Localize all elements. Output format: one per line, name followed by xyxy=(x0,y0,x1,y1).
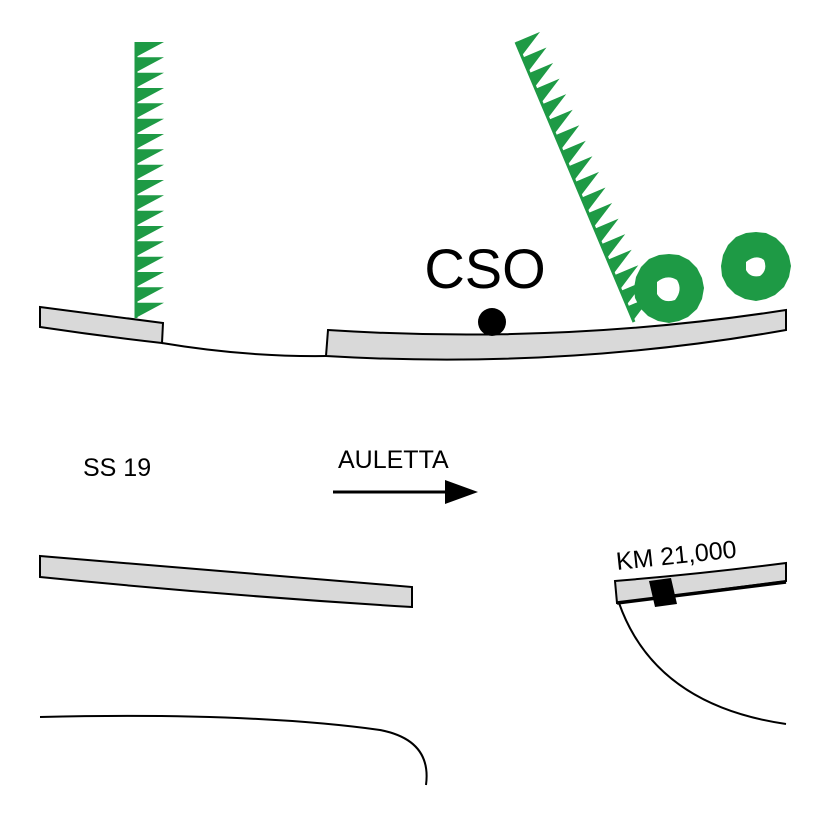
curb-curve-right xyxy=(618,602,787,725)
embankment-tooth xyxy=(136,195,164,211)
embankment-tooth xyxy=(529,63,554,87)
embankment-tooth xyxy=(575,171,599,196)
bush-icon xyxy=(634,254,704,323)
embankment-tooth xyxy=(136,256,164,272)
embankment-tooth xyxy=(542,94,567,118)
embankment-tooth xyxy=(136,272,164,287)
embankment-tooth xyxy=(568,156,593,181)
sidewalk-upper-right xyxy=(324,308,787,361)
embankment-tooth xyxy=(601,234,626,258)
embankment-tooth xyxy=(136,241,164,257)
embankment-tooth xyxy=(594,218,619,243)
embankment-tooth xyxy=(535,78,560,103)
bush-icon xyxy=(721,232,791,301)
embankment-tooth xyxy=(614,265,639,290)
kilometre-label: KM 21,000 xyxy=(615,535,738,575)
curb-curve-left xyxy=(39,714,428,786)
station-marker xyxy=(478,308,506,336)
embankment-tooth xyxy=(516,31,540,56)
embankment-tooth xyxy=(136,88,164,103)
station-label: CSO xyxy=(424,237,545,300)
milestone-marker xyxy=(649,578,677,607)
embankment-tooth xyxy=(555,125,580,150)
embankment-tooth xyxy=(136,118,164,134)
embankment-tooth xyxy=(522,47,547,72)
embankment-line xyxy=(514,41,636,323)
embankment-tooth xyxy=(607,249,632,274)
road-edge-lower-right xyxy=(616,580,787,605)
embankment-tooth xyxy=(136,57,164,73)
embankment-tooth xyxy=(136,134,164,149)
embankment-tooth xyxy=(136,210,164,226)
embankment-tooth xyxy=(136,287,164,303)
arrow-right-icon xyxy=(333,480,478,504)
embankment-tooth xyxy=(581,187,606,212)
embankment-tooth xyxy=(136,103,164,119)
embankment-tooth xyxy=(136,149,164,165)
embankment-tooth xyxy=(136,164,164,180)
embankment-tooth xyxy=(136,226,164,241)
embankment-tooth xyxy=(136,180,164,195)
road-label: SS 19 xyxy=(83,454,151,482)
embankment-tooth xyxy=(588,203,613,227)
embankment-tooth xyxy=(136,302,164,318)
direction-label: AULETTA xyxy=(338,446,449,474)
embankment-tooth xyxy=(136,42,164,57)
embankment-tooth xyxy=(136,72,164,88)
road-edge-upper xyxy=(161,342,327,358)
sidewalk-lower-left xyxy=(39,554,413,609)
embankment-left xyxy=(134,42,164,318)
embankment-tooth xyxy=(561,140,586,165)
embankment-tooth xyxy=(548,109,573,134)
